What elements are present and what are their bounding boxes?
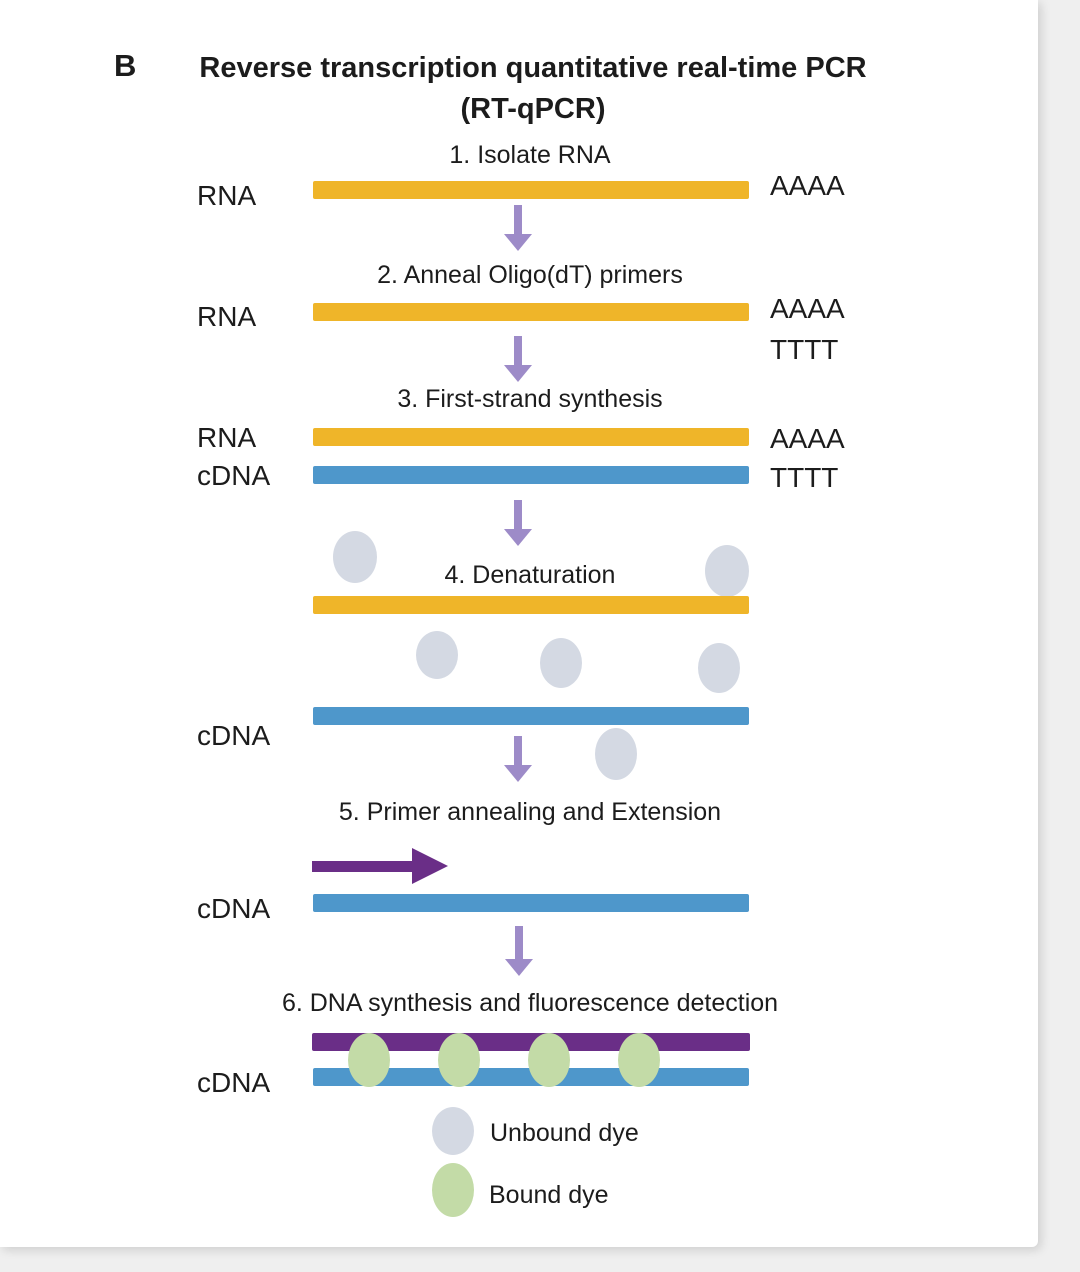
unbound-dye-circle xyxy=(595,728,637,780)
down-arrow-icon-1 xyxy=(504,205,532,251)
unbound-dye-circle xyxy=(416,631,458,679)
down-arrow-icon-4 xyxy=(504,736,532,782)
cdna-strand-bar-step3 xyxy=(313,466,749,484)
step-5-label: 5. Primer annealing and Extension xyxy=(338,798,722,826)
cdna-label-step4: cDNA xyxy=(197,720,271,751)
bound-dye-circle xyxy=(528,1033,570,1087)
cdna-label-step5: cDNA xyxy=(197,893,271,924)
rna-strand-bar-step2 xyxy=(313,303,749,321)
poly-a-label-step3: AAAA xyxy=(770,423,845,454)
title-line-1: Reverse transcription quantitative real-… xyxy=(199,52,867,84)
rna-strand-bar-step1 xyxy=(313,181,749,199)
diagram-card: B Reverse transcription quantitative rea… xyxy=(0,0,1038,1247)
step-4-label: 4. Denaturation xyxy=(444,561,616,589)
primer-arrow-icon xyxy=(312,848,448,884)
cdna-label-step3: cDNA xyxy=(197,460,271,491)
poly-a-label-step1: AAAA xyxy=(770,170,845,201)
step-1-label: 1. Isolate RNA xyxy=(449,141,611,169)
step-6-label: 6. DNA synthesis and fluorescence detect… xyxy=(281,989,779,1017)
rna-label-step2: RNA xyxy=(197,301,257,332)
unbound-dye-circle xyxy=(333,531,377,583)
poly-t-label-step2: TTTT xyxy=(770,334,839,365)
rna-label-step1: RNA xyxy=(197,180,257,211)
bound-dye-circle xyxy=(438,1033,480,1087)
cdna-strand-bar-step4 xyxy=(313,707,749,725)
rna-strand-bar-step3 xyxy=(313,428,749,446)
title-line-2: (RT-qPCR) xyxy=(460,93,606,125)
legend-unbound-dye-label: Unbound dye xyxy=(490,1119,639,1147)
down-arrow-icon-2 xyxy=(504,336,532,382)
panel-letter: B xyxy=(114,48,137,83)
unbound-dye-circle xyxy=(705,545,749,597)
step-3-label: 3. First-strand synthesis xyxy=(397,385,663,413)
poly-a-label-step2: AAAA xyxy=(770,293,845,324)
cdna-strand-bar-step5 xyxy=(313,894,749,912)
unbound-dye-circle xyxy=(698,643,740,693)
diagram-title: Reverse transcription quantitative real-… xyxy=(133,48,933,130)
down-arrow-icon-5 xyxy=(505,926,533,976)
legend-unbound-dye-swatch xyxy=(432,1107,474,1155)
cdna-label-step6: cDNA xyxy=(197,1067,271,1098)
legend-bound-dye-label: Bound dye xyxy=(489,1181,609,1209)
rna-label-step3: RNA xyxy=(197,422,257,453)
down-arrow-icon-3 xyxy=(504,500,532,546)
bound-dye-circle xyxy=(348,1033,390,1087)
bound-dye-circle xyxy=(618,1033,660,1087)
rna-strand-bar-step4 xyxy=(313,596,749,614)
step-2-label: 2. Anneal Oligo(dT) primers xyxy=(377,261,683,289)
poly-t-label-step3: TTTT xyxy=(770,462,839,493)
legend-bound-dye-swatch xyxy=(432,1163,474,1217)
unbound-dye-circle xyxy=(540,638,582,688)
